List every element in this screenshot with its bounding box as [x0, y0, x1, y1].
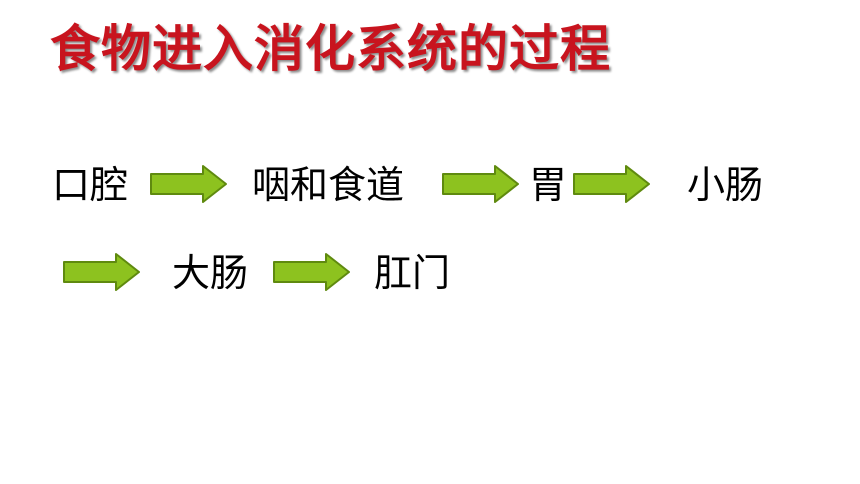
right-arrow-icon — [149, 164, 229, 204]
stage-small-intestine: 小肠 — [687, 163, 764, 207]
right-arrow-icon-svg — [63, 253, 140, 291]
stage-stomach: 胃 — [529, 163, 568, 207]
right-arrow-icon — [441, 164, 521, 204]
right-arrow-icon — [272, 252, 352, 292]
right-arrow-icon — [62, 252, 142, 292]
right-arrow-icon-svg — [273, 253, 350, 291]
right-arrow-icon-svg — [442, 165, 519, 203]
page-title: 食物进入消化系统的过程 — [50, 20, 611, 78]
stage-anus: 肛门 — [374, 251, 451, 295]
stage-large-intestine: 大肠 — [172, 251, 249, 295]
stage-mouth: 口腔 — [52, 163, 129, 207]
right-arrow-icon-svg — [573, 165, 650, 203]
right-arrow-icon — [572, 164, 652, 204]
stage-pharynx-esophagus: 咽和食道 — [252, 163, 405, 207]
right-arrow-icon-svg — [150, 165, 227, 203]
